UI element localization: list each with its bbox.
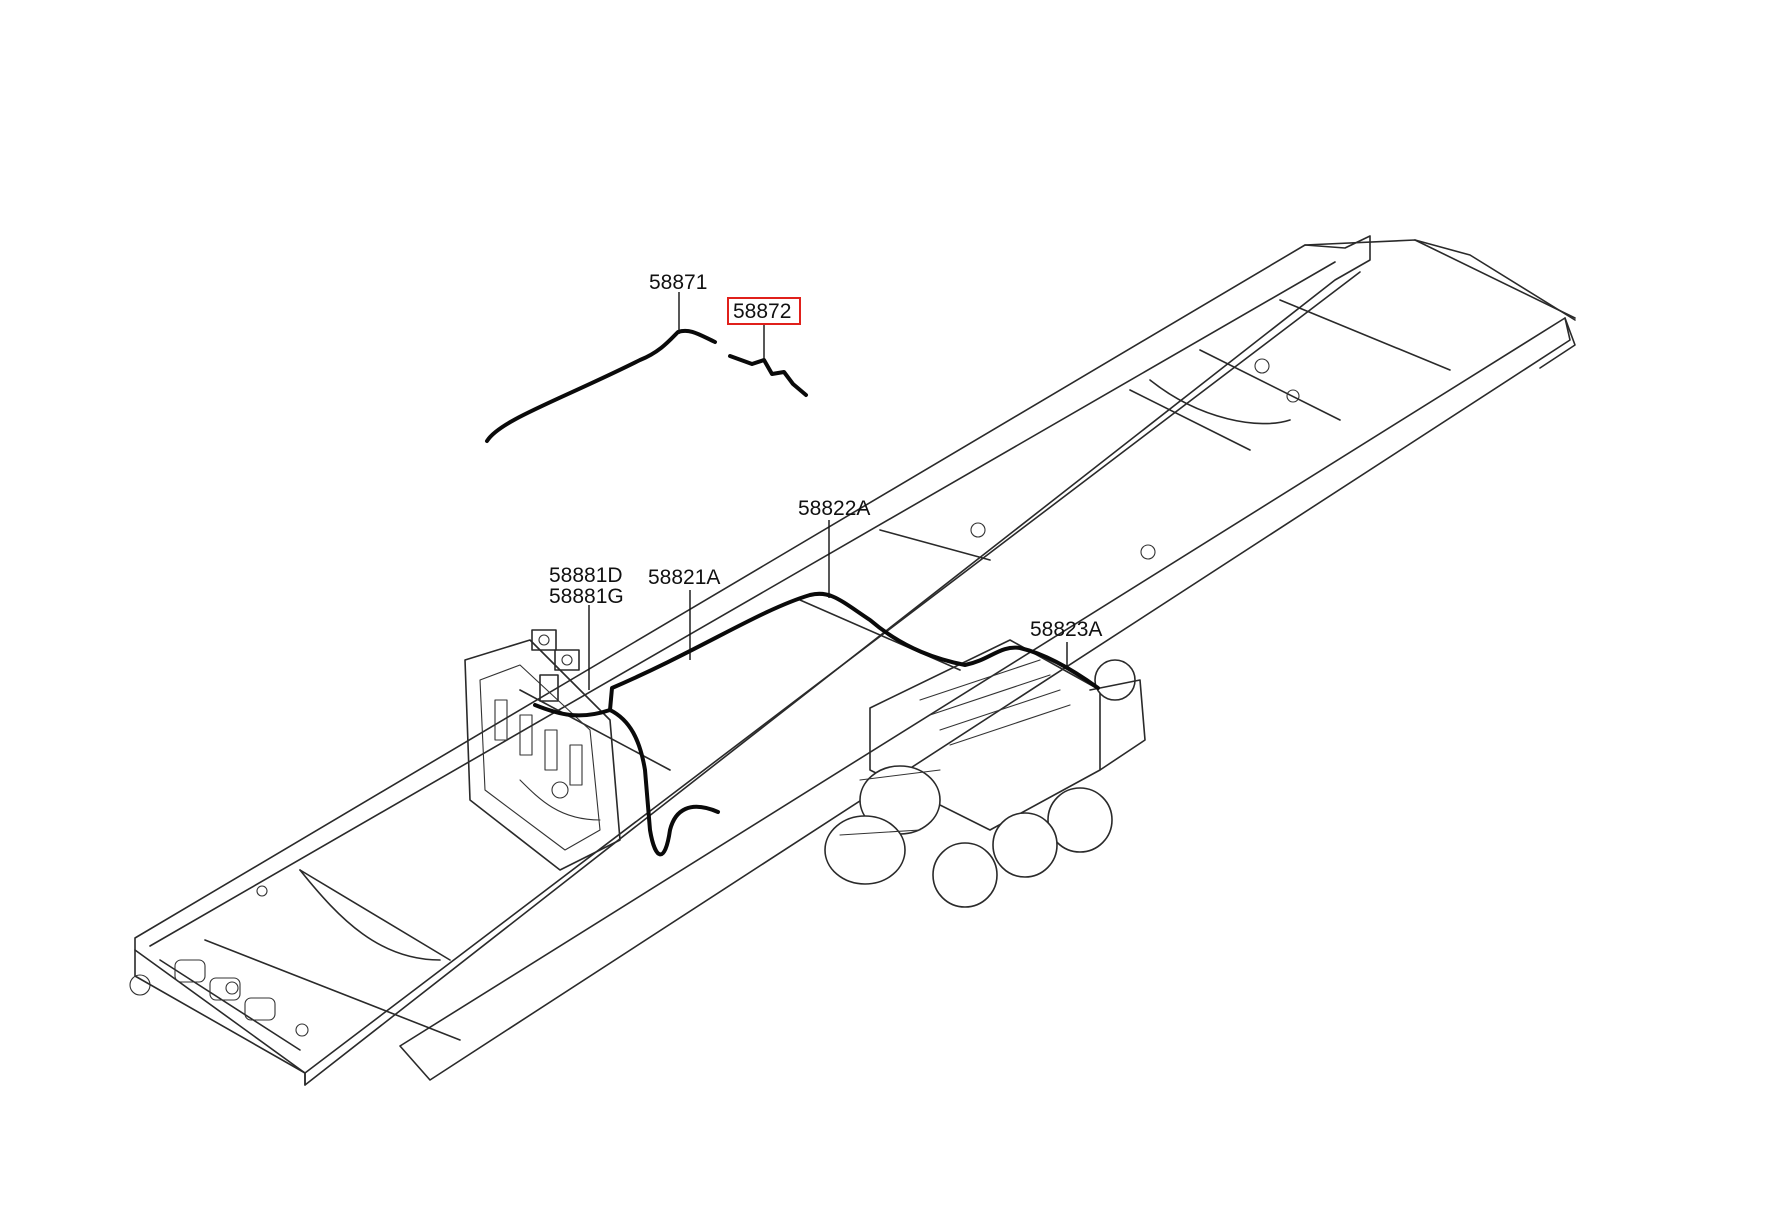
part-label-58881G[interactable]: 58881G	[549, 585, 624, 608]
part-label-58822A[interactable]: 58822A	[798, 497, 870, 520]
part-label-58821A[interactable]: 58821A	[648, 566, 720, 589]
part-label-58871[interactable]: 58871	[649, 271, 707, 294]
pipe-58871[interactable]	[485, 328, 717, 443]
air-tank-assembly	[824, 639, 1146, 908]
chassis-frame	[129, 235, 1576, 1086]
pipe-58872[interactable]	[728, 354, 808, 397]
highlight-box-58872	[727, 297, 801, 325]
part-label-58881D[interactable]: 58881D	[549, 564, 623, 587]
part-label-58872[interactable]: 58872	[733, 300, 791, 323]
pipe-58821A-58822A-58823A[interactable]	[533, 591, 1100, 857]
valve-58881[interactable]	[531, 629, 580, 702]
part-label-58823A[interactable]: 58823A	[1030, 618, 1102, 641]
